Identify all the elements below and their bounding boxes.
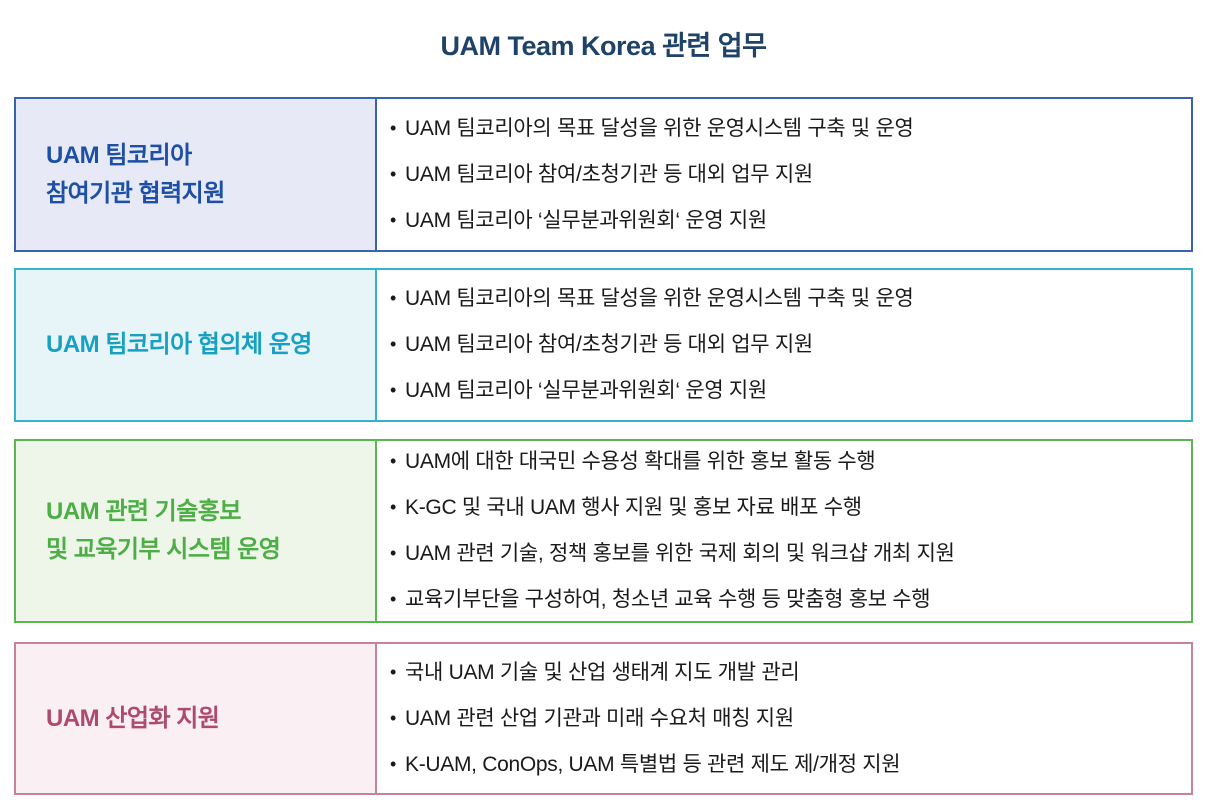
row-content-cell: UAM 팀코리아의 목표 달성을 위한 운영시스템 구축 및 운영UAM 팀코리… (377, 270, 1191, 420)
bullet-list: UAM에 대한 대국민 수용성 확대를 위한 홍보 활동 수행K-GC 및 국내… (390, 441, 1191, 621)
bullet-item: K-GC 및 국내 UAM 행사 지원 및 홍보 자료 배포 수행 (390, 485, 1191, 531)
row-label-cell: UAM 팀코리아 협의체 운영 (16, 270, 377, 420)
row-label: UAM 산업화 지원 (46, 704, 220, 732)
bullet-item: UAM 팀코리아 ‘실무분과위원회‘ 운영 지원 (390, 368, 1191, 414)
row-label-cell: UAM 산업화 지원 (16, 644, 377, 793)
bullet-item: UAM 관련 기술, 정책 홍보를 위한 국제 회의 및 워크샵 개최 지원 (390, 531, 1191, 577)
bullet-item: UAM 팀코리아 참여/초청기관 등 대외 업무 지원 (390, 152, 1191, 198)
page-title: UAM Team Korea 관련 업무 (440, 31, 767, 62)
bullet-list: UAM 팀코리아의 목표 달성을 위한 운영시스템 구축 및 운영UAM 팀코리… (390, 276, 1191, 414)
row-content-cell: UAM에 대한 대국민 수용성 확대를 위한 홍보 활동 수행K-GC 및 국내… (377, 441, 1191, 621)
bullet-item: 교육기부단을 구성하여, 청소년 교육 수행 등 맞춤형 홍보 수행 (390, 577, 1191, 621)
row-content-cell: UAM 팀코리아의 목표 달성을 위한 운영시스템 구축 및 운영UAM 팀코리… (377, 99, 1191, 250)
table-row: UAM 팀코리아 협의체 운영 UAM 팀코리아의 목표 달성을 위한 운영시스… (14, 268, 1193, 422)
row-label: 참여기관 협력지원 (46, 179, 225, 207)
bullet-item: UAM 팀코리아 참여/초청기관 등 대외 업무 지원 (390, 322, 1191, 368)
bullet-item: K-UAM, ConOps, UAM 특별법 등 관련 제도 제/개정 지원 (390, 742, 1191, 788)
bullet-item: 국내 UAM 기술 및 산업 생태계 지도 개발 관리 (390, 650, 1191, 696)
bullet-item: UAM 팀코리아의 목표 달성을 위한 운영시스템 구축 및 운영 (390, 106, 1191, 152)
bullet-item: UAM 팀코리아 ‘실무분과위원회‘ 운영 지원 (390, 198, 1191, 244)
row-content-cell: 국내 UAM 기술 및 산업 생태계 지도 개발 관리UAM 관련 산업 기관과… (377, 644, 1191, 793)
bullet-list: 국내 UAM 기술 및 산업 생태계 지도 개발 관리UAM 관련 산업 기관과… (390, 650, 1191, 788)
bullet-item: UAM 팀코리아의 목표 달성을 위한 운영시스템 구축 및 운영 (390, 276, 1191, 322)
row-label: UAM 팀코리아 협의체 운영 (46, 331, 312, 358)
row-label: 및 교육기부 시스템 운영 (46, 536, 281, 563)
bullet-item: UAM 관련 산업 기관과 미래 수요처 매칭 지원 (390, 696, 1191, 742)
table-row: UAM 산업화 지원 국내 UAM 기술 및 산업 생태계 지도 개발 관리UA… (14, 642, 1193, 795)
row-label: UAM 관련 기술홍보 (46, 498, 241, 525)
bullet-list: UAM 팀코리아의 목표 달성을 위한 운영시스템 구축 및 운영UAM 팀코리… (390, 106, 1191, 244)
row-label: UAM 팀코리아 (46, 141, 192, 169)
bullet-item: UAM에 대한 대국민 수용성 확대를 위한 홍보 활동 수행 (390, 441, 1191, 485)
